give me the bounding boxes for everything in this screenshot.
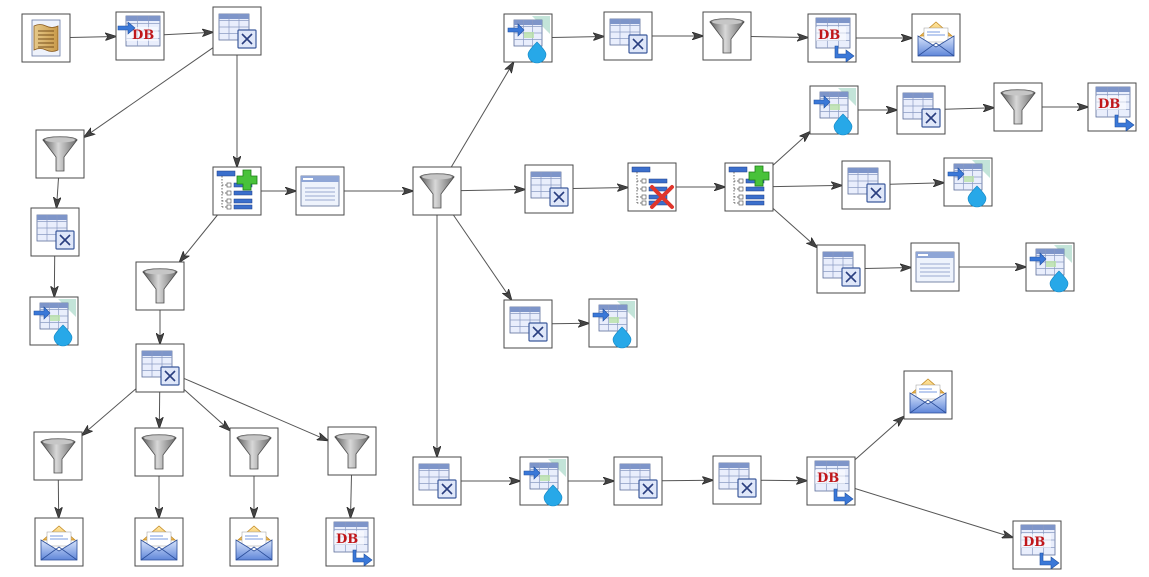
connector-arrow-n24-n25[interactable] (572, 188, 628, 189)
table-transform-icon[interactable] (816, 244, 866, 294)
connector-arrow-n33-n34[interactable] (864, 268, 911, 269)
connector-arrow-n26-n31[interactable] (772, 185, 842, 186)
connector-arrow-n14-n18[interactable] (351, 474, 352, 518)
connector-arrow-n31-n32[interactable] (889, 183, 944, 185)
connector-arrow-n19-n20[interactable] (551, 37, 604, 38)
filter-funnel-icon[interactable] (229, 427, 279, 477)
table-transform-icon[interactable] (896, 85, 946, 135)
tree-add-node-icon[interactable] (212, 166, 262, 216)
connector-layer (54, 32, 1088, 537)
connector-arrow-n7-n9[interactable] (180, 214, 218, 262)
connector-arrow-n10-n14[interactable] (183, 377, 328, 440)
table-output-icon[interactable] (29, 296, 79, 347)
table-transform-icon[interactable] (412, 456, 462, 506)
table-output-icon[interactable] (503, 13, 553, 64)
connector-arrow-n40-n44[interactable] (661, 480, 713, 481)
table-output-icon[interactable] (1025, 242, 1075, 293)
connector-arrow-n26-n33[interactable] (772, 208, 817, 247)
database-output-icon[interactable]: DB (807, 13, 857, 63)
svg-text:DB: DB (132, 28, 154, 43)
mail-envelope-icon[interactable] (903, 370, 953, 420)
connector-arrow-n2-n3[interactable] (163, 32, 213, 35)
filter-funnel-icon[interactable] (327, 426, 377, 476)
filter-funnel-icon[interactable] (702, 11, 752, 61)
connector-arrow-n42-n43[interactable] (854, 416, 904, 461)
table-transform-icon[interactable] (30, 207, 80, 257)
connector-arrow-n4-n5[interactable] (57, 177, 59, 208)
table-output-icon[interactable] (519, 456, 569, 507)
connector-arrow-n3-n4[interactable] (84, 47, 214, 138)
mail-envelope-icon[interactable] (34, 517, 84, 567)
filter-funnel-icon[interactable] (35, 129, 85, 179)
filter-funnel-icon[interactable] (33, 431, 83, 481)
table-transform-icon[interactable] (841, 160, 891, 210)
tree-add-node-icon[interactable] (724, 162, 774, 212)
connector-arrow-n10-n13[interactable] (183, 389, 230, 430)
mail-envelope-icon[interactable] (229, 517, 279, 567)
svg-text:DB: DB (817, 471, 839, 486)
mail-envelope-icon[interactable] (134, 517, 184, 567)
connector-arrow-n10-n11[interactable] (82, 388, 137, 436)
table-output-icon[interactable] (943, 157, 993, 208)
connector-arrow-n26-n27[interactable] (772, 132, 810, 166)
connector-arrow-n29-n22[interactable] (750, 37, 808, 38)
table-transform-icon[interactable] (503, 299, 553, 349)
filter-funnel-icon[interactable] (412, 166, 462, 216)
database-output-icon[interactable]: DB (806, 456, 856, 506)
window-form-icon[interactable] (295, 166, 345, 216)
table-transform-icon[interactable] (524, 164, 574, 214)
database-input-icon[interactable]: DB (115, 11, 165, 61)
table-transform-icon[interactable] (712, 455, 762, 505)
database-output-icon[interactable]: DB (1012, 520, 1062, 570)
connector-arrow-n42-n45[interactable] (854, 488, 1013, 538)
filter-funnel-icon[interactable] (135, 261, 185, 311)
svg-text:DB: DB (1023, 535, 1045, 550)
table-output-icon[interactable] (588, 298, 638, 349)
svg-text:DB: DB (818, 28, 840, 43)
connector-arrow-n21-n19[interactable] (450, 62, 513, 168)
svg-text:DB: DB (1098, 97, 1120, 112)
filter-funnel-icon[interactable] (134, 427, 184, 477)
database-output-icon[interactable]: DB (1087, 82, 1137, 132)
connector-arrow-n1-n2[interactable] (69, 37, 116, 38)
table-transform-icon[interactable] (603, 11, 653, 61)
table-output-icon[interactable] (809, 85, 859, 136)
filter-funnel-icon[interactable] (993, 82, 1043, 132)
tree-remove-node-icon[interactable] (627, 162, 677, 212)
mail-envelope-icon[interactable] (911, 13, 961, 63)
table-transform-icon[interactable] (135, 343, 185, 393)
connector-arrow-n21-n36[interactable] (452, 214, 511, 300)
svg-text:DB: DB (336, 532, 358, 547)
script-file-icon[interactable] (21, 13, 71, 63)
table-transform-icon[interactable] (613, 456, 663, 506)
table-transform-icon[interactable] (212, 6, 262, 56)
connector-arrow-n28-n41[interactable] (944, 108, 994, 110)
database-output-icon[interactable]: DB (325, 517, 375, 567)
node-layer: DB DB DB DB DB DB (21, 6, 1137, 570)
connector-arrow-n21-n24[interactable] (460, 189, 525, 190)
window-form-icon[interactable] (910, 242, 960, 292)
